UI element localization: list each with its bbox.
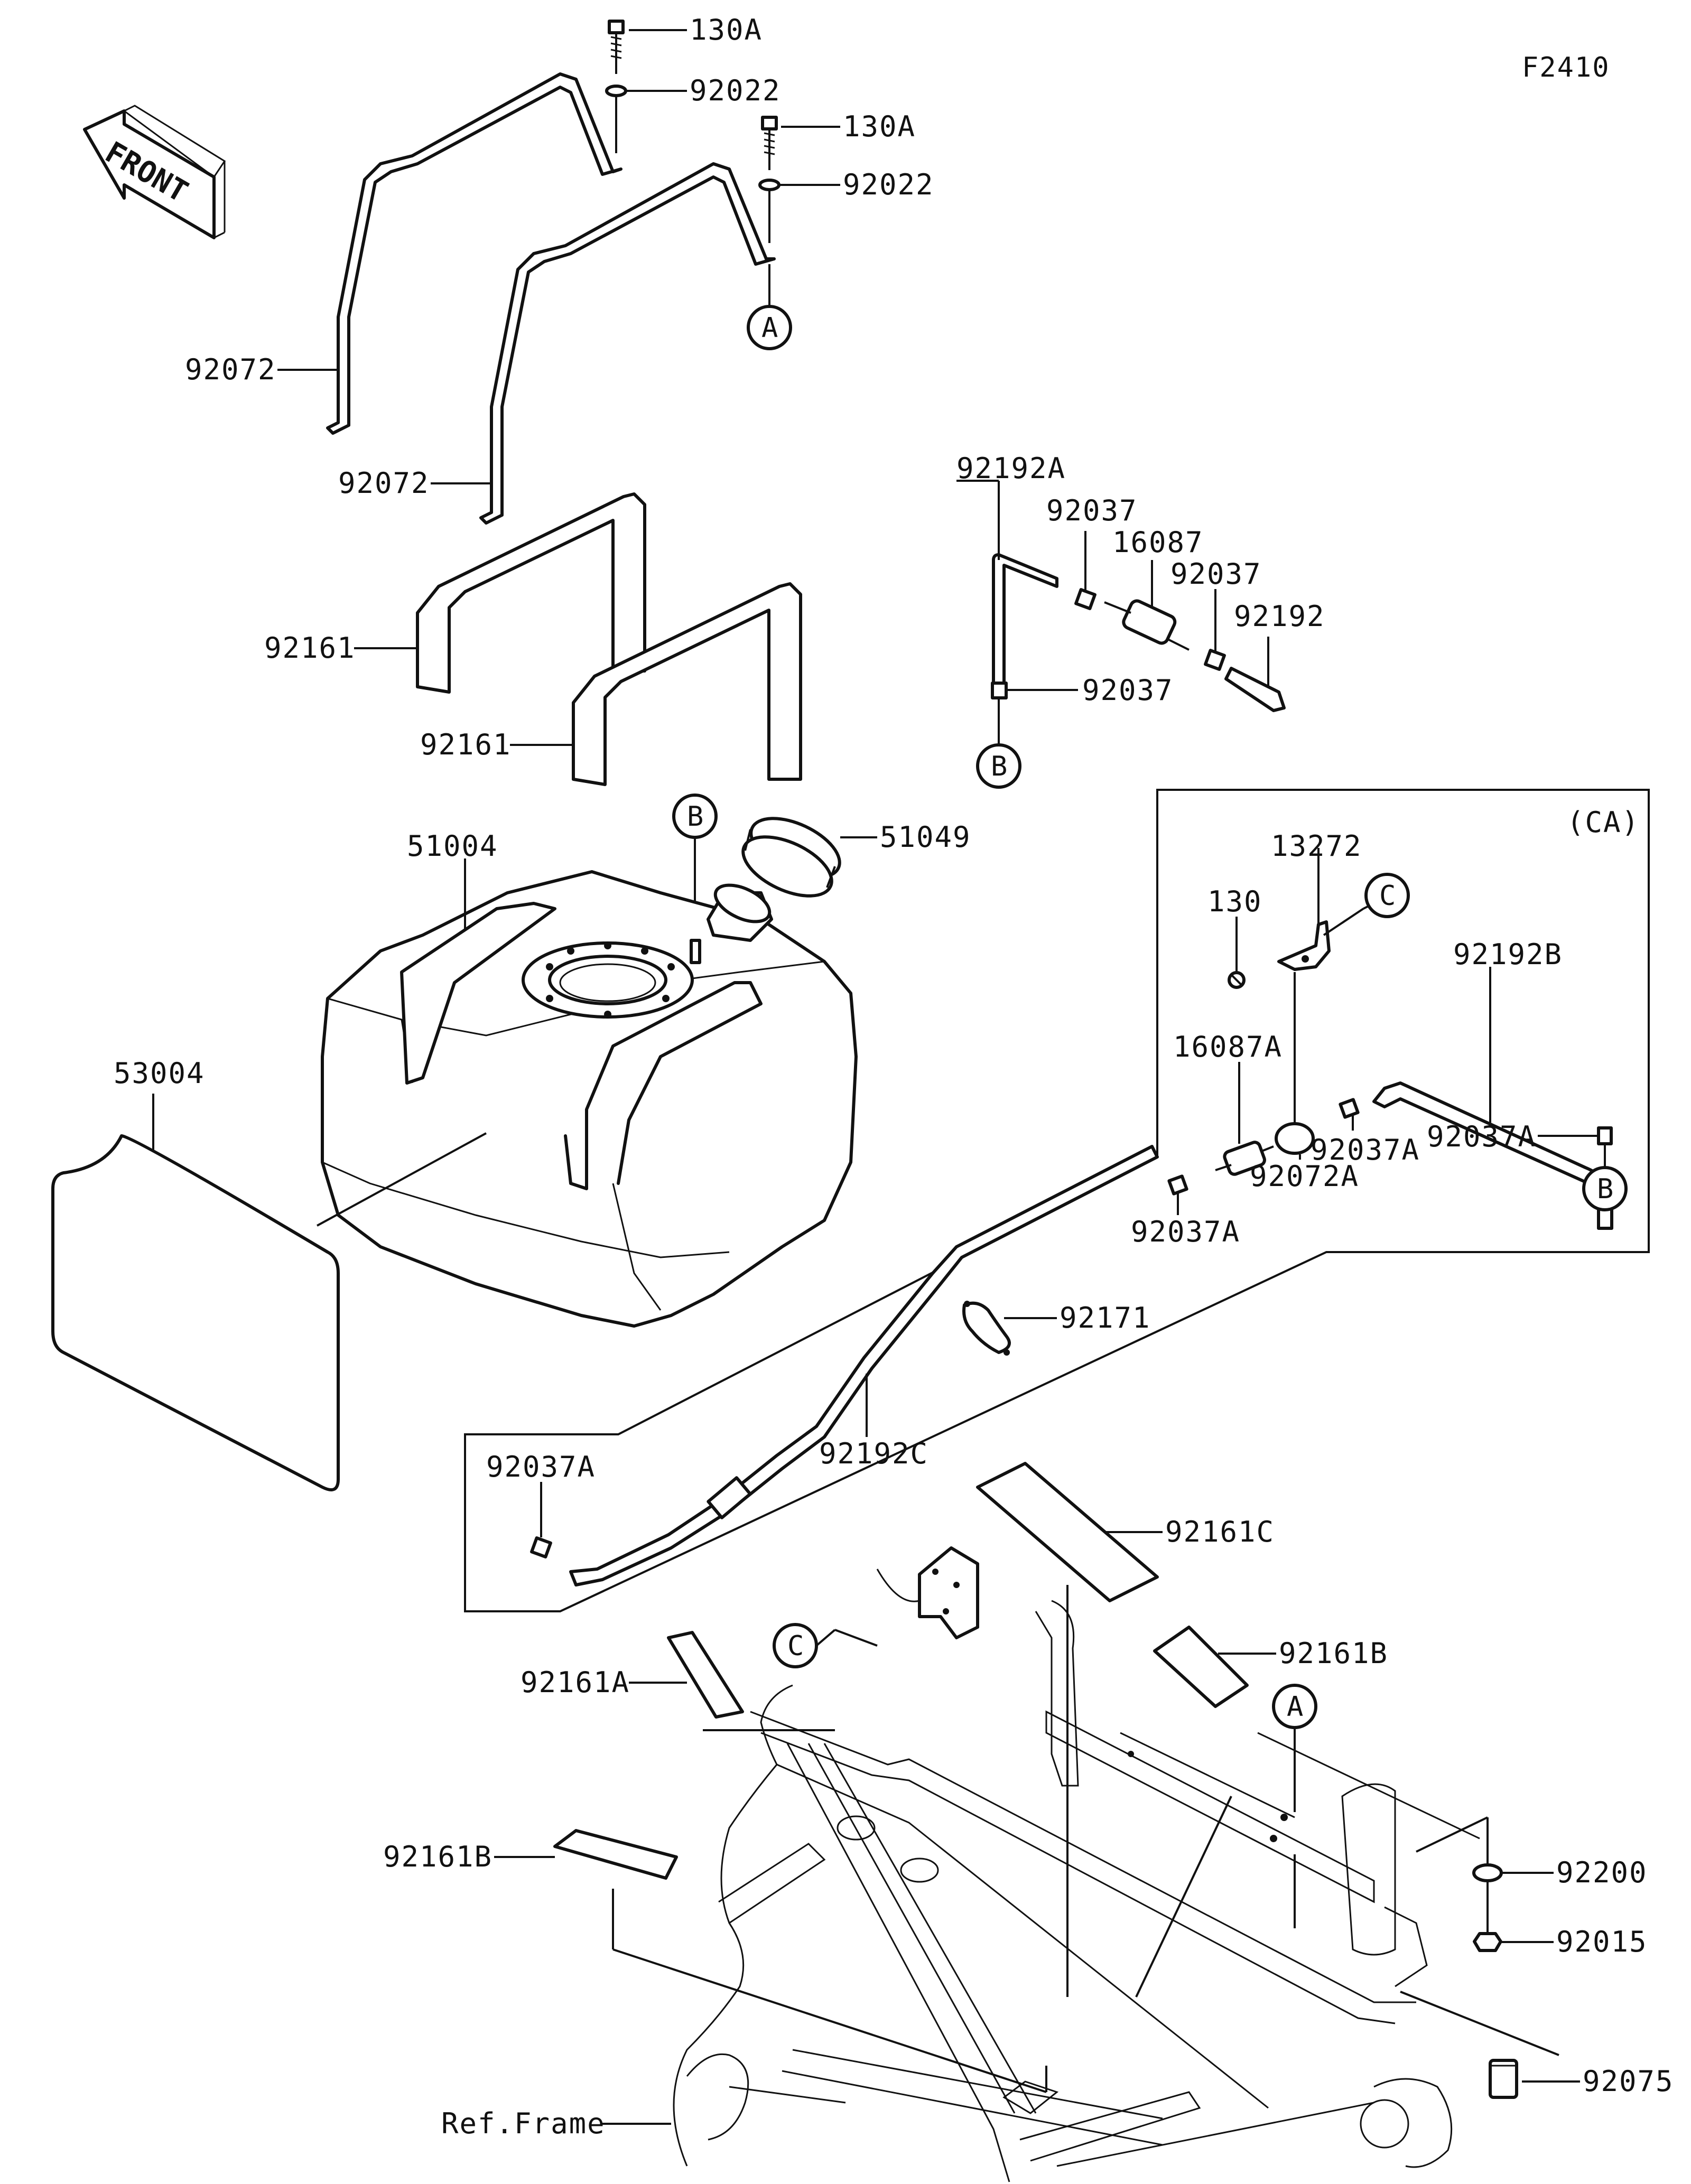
label-92072-a: 92072 bbox=[185, 353, 276, 386]
clamp-92037A-b-icon bbox=[1167, 1174, 1188, 1196]
washer-92022-b-icon bbox=[758, 179, 781, 191]
callout-A-frame-letter: A bbox=[1287, 1691, 1303, 1723]
hose-92192-icon bbox=[1224, 667, 1286, 712]
label-92037A-a: 92037A bbox=[1311, 1133, 1420, 1166]
label-92200: 92200 bbox=[1556, 1856, 1648, 1889]
label-130: 130 bbox=[1207, 885, 1262, 918]
pad-92161C bbox=[976, 1462, 1159, 1602]
label-53004: 53004 bbox=[114, 1057, 205, 1090]
label-92192C: 92192C bbox=[819, 1437, 928, 1470]
pad-92161-a bbox=[416, 492, 646, 694]
label-92161A: 92161A bbox=[521, 1666, 630, 1699]
pad-92161B-a bbox=[1153, 1626, 1249, 1708]
washer-92022-a-icon bbox=[605, 85, 627, 97]
clamp-92037-c-icon bbox=[991, 682, 1008, 699]
label-92037A-b: 92037A bbox=[1131, 1215, 1240, 1248]
callout-B-tank-letter: B bbox=[687, 801, 703, 833]
strap-92072-b bbox=[479, 162, 776, 525]
vent-hose-92192A bbox=[992, 553, 1058, 688]
clamp-92037-a-icon bbox=[1074, 588, 1097, 610]
label-92192A: 92192A bbox=[956, 452, 1066, 485]
clamp-92037A-a-icon bbox=[1339, 1098, 1360, 1119]
label-16087: 16087 bbox=[1112, 526, 1204, 559]
ca-variant-box bbox=[464, 789, 1650, 1612]
strap-92072-a bbox=[326, 72, 622, 435]
filter-16087A-icon bbox=[1215, 1141, 1274, 1176]
block-92075-icon bbox=[1489, 2059, 1518, 2099]
label-92075: 92075 bbox=[1583, 2065, 1674, 2098]
label-130A-b: 130A bbox=[843, 110, 916, 143]
label-92161-b: 92161 bbox=[420, 728, 512, 761]
pad-92161A bbox=[667, 1631, 744, 1719]
label-92037-a: 92037 bbox=[1046, 494, 1138, 527]
label-92015: 92015 bbox=[1556, 1925, 1648, 1958]
pad-92161-b bbox=[572, 582, 802, 786]
callout-A-top bbox=[747, 305, 792, 350]
callout-B-hose bbox=[976, 743, 1021, 789]
label-16087A: 16087A bbox=[1173, 1030, 1283, 1063]
label-92037A-c: 92037A bbox=[1427, 1120, 1536, 1153]
clamp-92037A-c-icon bbox=[1597, 1126, 1613, 1145]
label-51004: 51004 bbox=[407, 829, 498, 863]
nut-92015-icon bbox=[1473, 1932, 1502, 1952]
fuel-tank-51004 bbox=[321, 870, 858, 1328]
fuel-cap-51049 bbox=[741, 817, 841, 898]
hose-92192C bbox=[569, 1145, 1159, 1586]
pad-92161B-b bbox=[553, 1829, 678, 1880]
label-92037-c: 92037 bbox=[1082, 674, 1174, 707]
bolt-130A-a-icon bbox=[608, 20, 625, 74]
panel-53004 bbox=[51, 1134, 340, 1491]
label-92192: 92192 bbox=[1234, 600, 1325, 633]
label-ref-frame: Ref.Frame bbox=[441, 2107, 606, 2140]
label-92171: 92171 bbox=[1060, 1301, 1151, 1334]
label-92192B: 92192B bbox=[1453, 938, 1563, 971]
front-arrow-icon: FRONT bbox=[83, 105, 226, 239]
label-51049: 51049 bbox=[880, 820, 971, 854]
callout-C-ca-letter: C bbox=[1379, 880, 1396, 912]
figure-code: F2410 bbox=[1522, 52, 1610, 83]
label-92037A-d: 92037A bbox=[486, 1450, 596, 1483]
label-92072-b: 92072 bbox=[338, 466, 430, 500]
label-92161-a: 92161 bbox=[264, 631, 356, 665]
clamp-92037A-d-icon bbox=[530, 1536, 552, 1558]
label-92072A: 92072A bbox=[1250, 1160, 1359, 1193]
callout-B-ca-letter: B bbox=[1597, 1173, 1613, 1205]
callout-B-ca bbox=[1582, 1166, 1628, 1211]
callout-C-frame-letter: C bbox=[787, 1630, 804, 1662]
label-92161C: 92161C bbox=[1165, 1515, 1275, 1548]
bolt-130-icon bbox=[1228, 971, 1246, 989]
callout-A-top-letter: A bbox=[761, 312, 778, 344]
callout-B-hose-letter: B bbox=[991, 751, 1007, 782]
label-92161B-b: 92161B bbox=[383, 1840, 493, 1873]
label-92161B-a: 92161B bbox=[1279, 1637, 1388, 1670]
label-13272: 13272 bbox=[1271, 829, 1362, 863]
filter-16087-icon bbox=[1104, 599, 1190, 651]
washer-92200-icon bbox=[1472, 1863, 1503, 1882]
vehicle-frame bbox=[673, 1546, 1480, 2182]
ca-variant-label: (CA) bbox=[1567, 806, 1640, 839]
label-92022-b: 92022 bbox=[843, 168, 934, 201]
bracket-13272 bbox=[1277, 920, 1331, 971]
label-92022-a: 92022 bbox=[690, 74, 781, 107]
clamp-92037-b-icon bbox=[1204, 649, 1226, 671]
connector-92072A-icon bbox=[1275, 972, 1315, 1155]
label-92037-b: 92037 bbox=[1170, 557, 1262, 591]
clip-92171-icon bbox=[962, 1301, 1011, 1356]
label-130A-a: 130A bbox=[690, 13, 763, 46]
callout-C-ca bbox=[1364, 873, 1410, 918]
bolt-130A-b-icon bbox=[761, 116, 778, 170]
